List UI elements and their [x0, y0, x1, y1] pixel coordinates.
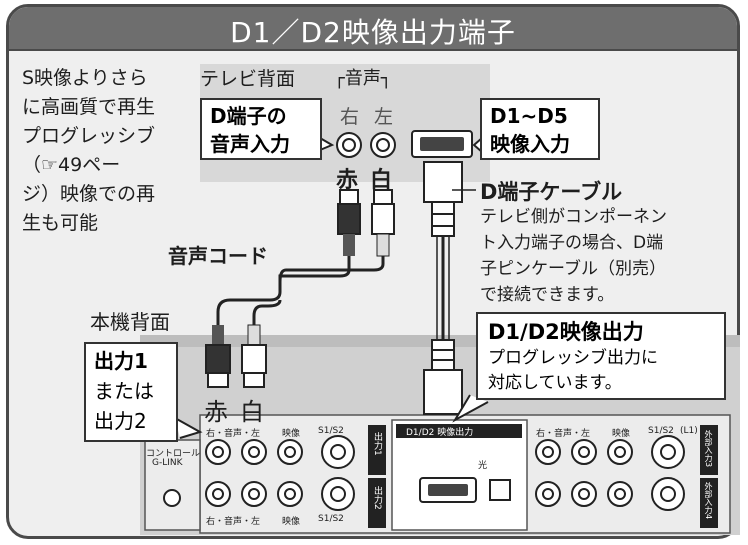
note-line: ジ）映像での再 [22, 183, 156, 205]
ext4-tab [700, 478, 718, 528]
tv-audio-jack-left [370, 132, 396, 158]
audio-plug-red-tv [337, 189, 361, 256]
audio-plug-white-unit [241, 324, 267, 388]
panel-optical: 光 [478, 461, 488, 471]
output-box-callout: 出力1 または 出力2 [84, 342, 178, 442]
panel-ext4: 外部入力4 [704, 482, 713, 520]
panel-audio-lr-3: 右・音声・左 [536, 429, 591, 439]
audio-plug-white-tv [371, 189, 395, 257]
panel-video-3: 映像 [612, 429, 631, 439]
unit-red-label: 赤 [204, 398, 228, 426]
panel-d1d2: D1/D2 映像出力 [406, 428, 474, 438]
note-text: S映像よりさら に高画質で再生 プログレッシブ （☞49ペー ジ）映像での再 生… [22, 64, 155, 238]
d-video-in-line: 映像入力 [490, 132, 570, 156]
d-audio-in-line: D端子の [210, 104, 287, 128]
control-block [144, 439, 201, 531]
ext3-tab [700, 425, 718, 475]
audio-plug-red-unit [205, 325, 231, 388]
control-jack [163, 489, 181, 507]
panel-l1: (L1) [680, 426, 698, 436]
panel-s1s2-1: S1/S2 [318, 426, 344, 436]
d-cable-note: テレビ側がコンポーネン ト入力端子の場合、D端 子ピンケーブル（別売） で接続で… [480, 204, 667, 308]
panel-out1: 出力1 [372, 432, 382, 456]
d-cable-note-line: で接続できます。 [480, 285, 615, 305]
panel-s1s2-2: S1/S2 [318, 514, 344, 524]
d-output-callout-pointer [452, 394, 489, 423]
d-cable-note-line: 子ピンケーブル（別売） [480, 259, 666, 279]
panel-glink-label: G-LINK [152, 458, 183, 468]
d-cable-plug-tv [423, 161, 463, 237]
d-video-in-callout: D1~D5 映像入力 [480, 98, 600, 160]
out1-tab [368, 425, 386, 475]
d-video-in-line: D1~D5 [490, 104, 568, 128]
panel-ext3: 外部入力3 [704, 430, 713, 468]
tv-white-label: 白 [370, 168, 393, 193]
tv-audio-header: ┌音声┐ [334, 68, 392, 89]
panel-video-2: 映像 [282, 517, 301, 527]
tv-back-label: テレビ背面 [200, 68, 296, 90]
d-audio-in-callout: D端子の 音声入力 [200, 98, 322, 160]
output-box-pointer [174, 417, 203, 439]
tv-right-label: 右 [340, 106, 360, 128]
d-output-block [391, 419, 528, 531]
d-output-callout: D1/D2映像出力 プログレッシブ出力に 対応しています。 [476, 312, 726, 400]
audio-cord-red [216, 256, 351, 325]
tv-red-label: 赤 [336, 168, 359, 193]
note-line: 生も可能 [22, 212, 99, 234]
tv-audio-header-text: 音声 [344, 68, 381, 89]
output-box-line: または [94, 379, 154, 403]
optical-terminal [489, 479, 511, 501]
note-line: プログレッシブ [22, 125, 156, 147]
panel-audio-lr-2: 右・音声・左 [206, 517, 261, 527]
note-line: S映像よりさら [22, 67, 148, 89]
panel-control-label: コントロール [146, 449, 201, 459]
diagram-title: D1／D2映像出力端子 [230, 16, 516, 49]
title-banner: D1／D2映像出力端子 [9, 7, 737, 51]
unit-jacks-row2 [205, 477, 355, 511]
audio-cord-white [252, 256, 385, 325]
audio-cord-label: 音声コード [168, 244, 268, 268]
panel-audio-lr-1: 右・音声・左 [206, 429, 261, 439]
unit-back-label: 本機背面 [90, 310, 170, 334]
d-output-note-line: 対応しています。 [488, 373, 622, 393]
note-line: （☞49ペー [22, 154, 121, 176]
d-output-note-line: プログレッシブ出力に [488, 348, 658, 368]
d-cable-label: D端子ケーブル [480, 180, 623, 204]
d1d2-strip [396, 424, 522, 438]
tv-left-label: 左 [374, 106, 394, 128]
panel-s1s2-3: S1/S2 [648, 426, 674, 436]
output-box-line: 出力1 [94, 349, 148, 373]
d-audio-callout-pointer [319, 137, 335, 151]
d-cable-plug-unit [423, 339, 463, 415]
d-cable-note-line: テレビ側がコンポーネン [480, 207, 667, 227]
d-audio-in-line: 音声入力 [210, 132, 290, 156]
unit-jacks-row1 [205, 435, 355, 469]
unit-white-label: 白 [240, 398, 264, 426]
ext-input-jacks [535, 435, 685, 511]
d-cable-note-line: ト入力端子の場合、D端 [480, 233, 664, 253]
note-line: に高画質で再生 [22, 96, 156, 118]
out2-tab [368, 478, 386, 528]
panel-video-1: 映像 [282, 429, 301, 439]
panel-out2: 出力2 [372, 486, 382, 510]
d-output-title: D1/D2映像出力 [488, 320, 644, 344]
output-box-line: 出力2 [94, 409, 147, 433]
tv-audio-jack-right [336, 132, 362, 158]
